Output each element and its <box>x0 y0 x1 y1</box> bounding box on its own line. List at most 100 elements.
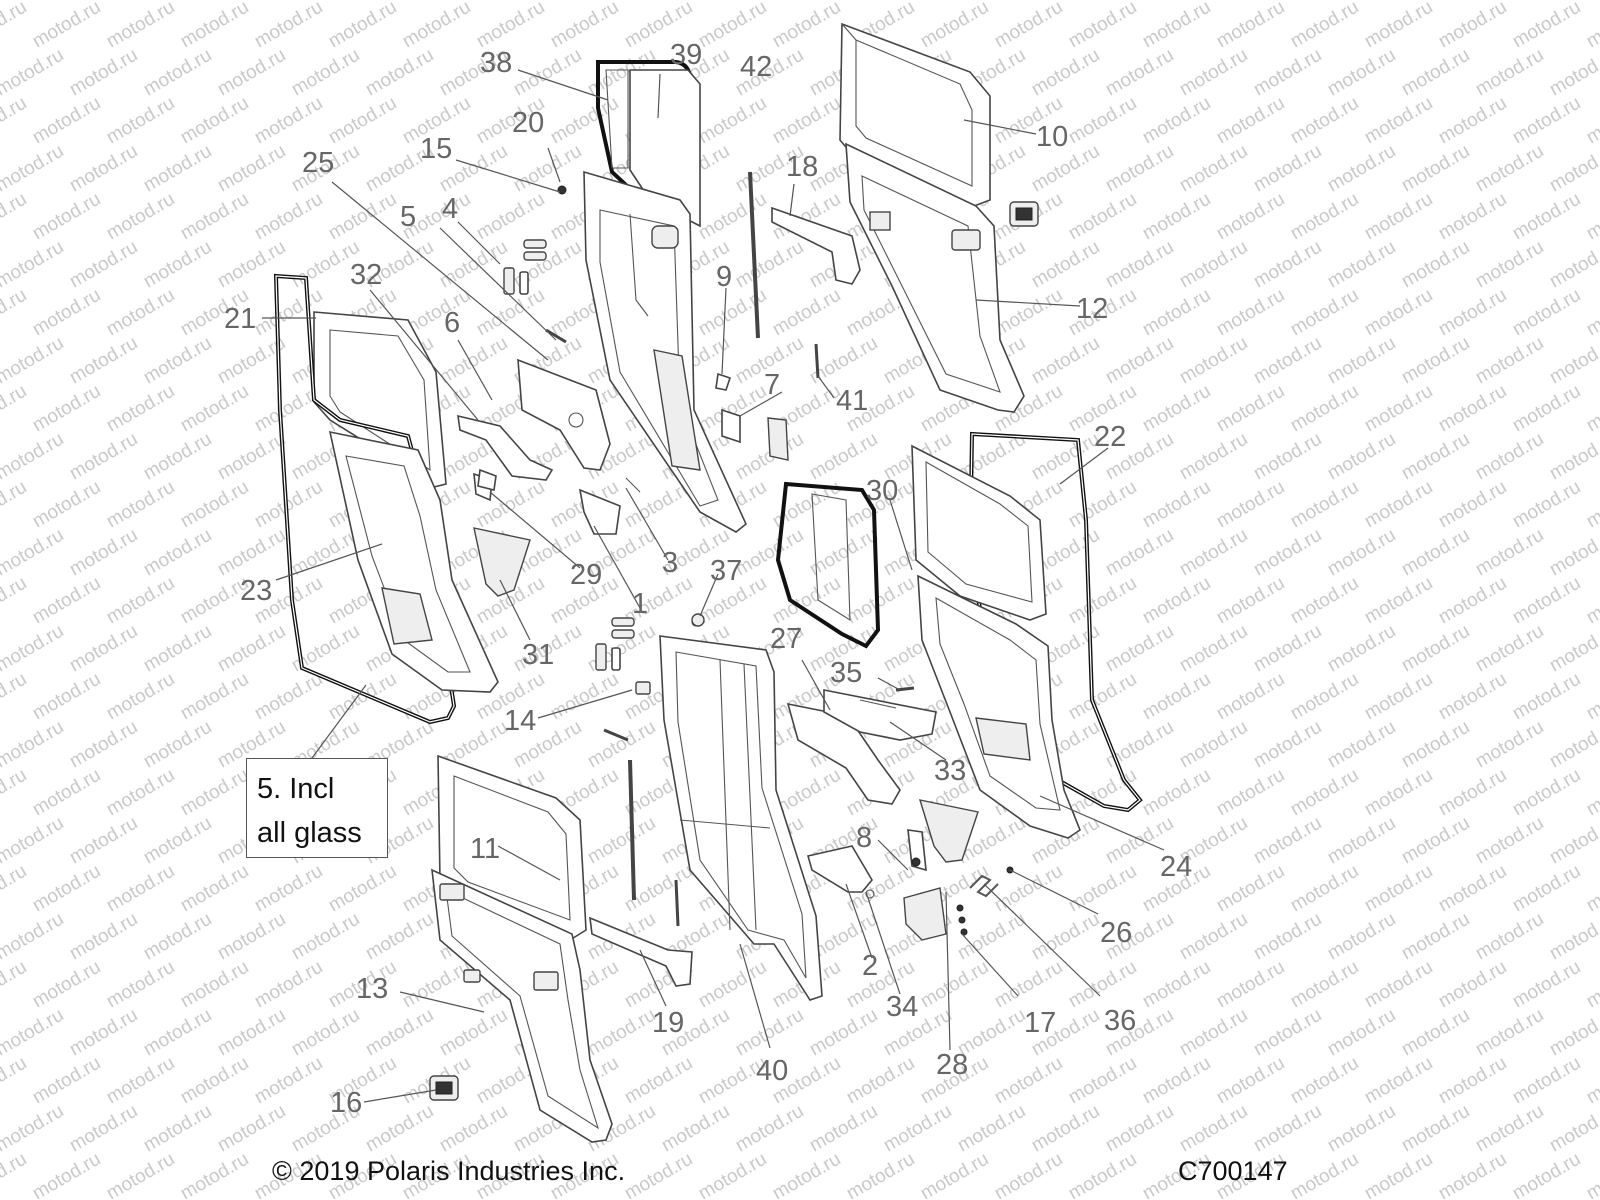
watermark-text: motod.ru <box>29 477 104 533</box>
watermark-text: motod.ru <box>0 861 30 917</box>
watermark-text: motod.ru <box>1546 717 1600 773</box>
watermark-text: motod.ru <box>0 381 30 437</box>
watermark-text: motod.ru <box>29 669 104 725</box>
watermark-text: motod.ru <box>251 1053 326 1109</box>
watermark-text: motod.ru <box>140 909 215 965</box>
watermark-text: motod.ru <box>103 477 178 533</box>
note-box: 5. Incl all glass <box>246 758 388 858</box>
watermark-text: motod.ru <box>1398 237 1473 293</box>
watermark-text: motod.ru <box>140 0 215 4</box>
watermark-text: motod.ru <box>806 0 881 4</box>
part-22-door-frame-right <box>911 444 1047 621</box>
watermark-text: motod.ru <box>1250 717 1325 773</box>
part-16-handle-lower <box>429 1075 459 1101</box>
watermark-text: motod.ru <box>1583 669 1600 725</box>
watermark-text: motod.ru <box>103 573 178 629</box>
watermark-text: motod.ru <box>436 333 511 389</box>
watermark-text: motod.ru <box>917 957 992 1013</box>
watermark-text: motod.ru <box>0 813 67 869</box>
watermark-text: motod.ru <box>140 45 215 101</box>
watermark-text: motod.ru <box>0 429 67 485</box>
watermark-text: motod.ru <box>1583 861 1600 917</box>
watermark-text: motod.ru <box>1361 0 1436 52</box>
watermark-text: motod.ru <box>1361 957 1436 1013</box>
watermark-text: motod.ru <box>29 93 104 149</box>
watermark-text: motod.ru <box>806 1005 881 1061</box>
watermark-text: motod.ru <box>1361 1053 1436 1109</box>
watermark-text: motod.ru <box>177 669 252 725</box>
watermark-text: motod.ru <box>399 957 474 1013</box>
watermark-text: motod.ru <box>1287 669 1362 725</box>
watermark-text: motod.ru <box>1324 717 1399 773</box>
watermark-text: motod.ru <box>1250 621 1325 677</box>
watermark-text: motod.ru <box>1324 525 1399 581</box>
callout-30: 30 <box>866 475 898 507</box>
watermark-text: motod.ru <box>0 1053 30 1109</box>
callout-39: 39 <box>670 39 702 71</box>
watermark-text: motod.ru <box>1176 621 1251 677</box>
watermark-text: motod.ru <box>1546 237 1600 293</box>
copyright-text: © 2019 Polaris Industries Inc. <box>272 1156 626 1186</box>
part-17-screws <box>956 904 968 936</box>
watermark-text: motod.ru <box>140 429 215 485</box>
watermark-text: motod.ru <box>0 765 30 821</box>
watermark-text: motod.ru <box>1324 909 1399 965</box>
watermark-text: motod.ru <box>769 285 844 341</box>
note-line-1: 5. Incl <box>257 773 335 805</box>
watermark-text: motod.ru <box>1472 1005 1547 1061</box>
watermark-text: motod.ru <box>140 1005 215 1061</box>
watermark-text: motod.ru <box>29 189 104 245</box>
part-9-bumper <box>715 372 732 391</box>
watermark-text: motod.ru <box>288 45 363 101</box>
watermark-text: motod.ru <box>1361 765 1436 821</box>
part-1-3-bracket-mid <box>578 477 641 535</box>
watermark-text: motod.ru <box>1546 429 1600 485</box>
watermark-text: motod.ru <box>362 909 437 965</box>
watermark-text: motod.ru <box>1250 141 1325 197</box>
watermark-text: motod.ru <box>29 861 104 917</box>
watermark-text: motod.ru <box>66 1005 141 1061</box>
watermark-text: motod.ru <box>1287 381 1362 437</box>
watermark-text: motod.ru <box>0 477 30 533</box>
watermark-text: motod.ru <box>0 573 30 629</box>
watermark-text: motod.ru <box>954 0 1029 4</box>
callout-11: 11 <box>470 833 500 865</box>
watermark-text: motod.ru <box>510 45 585 101</box>
watermark-text: motod.ru <box>991 0 1066 52</box>
watermark-text: motod.ru <box>1398 45 1473 101</box>
watermark-text: motod.ru <box>0 333 67 389</box>
watermark-text: motod.ru <box>1250 333 1325 389</box>
watermark-text: motod.ru <box>1287 477 1362 533</box>
watermark-text: motod.ru <box>288 0 363 4</box>
watermark-text: motod.ru <box>1065 669 1140 725</box>
watermark-text: motod.ru <box>1102 717 1177 773</box>
watermark-text: motod.ru <box>1250 0 1325 4</box>
watermark-text: motod.ru <box>177 0 252 52</box>
callout-26: 26 <box>1100 917 1132 949</box>
watermark-text: motod.ru <box>954 1101 1029 1157</box>
callout-2: 2 <box>862 950 878 982</box>
watermark-text: motod.ru <box>1435 477 1510 533</box>
watermark-text: motod.ru <box>29 573 104 629</box>
part-41-rod-upper <box>814 343 820 379</box>
watermark-text: motod.ru <box>1435 669 1510 725</box>
watermark-text: motod.ru <box>1472 237 1547 293</box>
watermark-text: motod.ru <box>991 1149 1066 1200</box>
watermark-text: motod.ru <box>695 93 770 149</box>
watermark-text: motod.ru <box>584 1005 659 1061</box>
watermark-text: motod.ru <box>214 1101 289 1157</box>
part-4-5-handles <box>503 239 567 344</box>
watermark-text: motod.ru <box>214 909 289 965</box>
watermark-text: motod.ru <box>1028 45 1103 101</box>
watermark-text: motod.ru <box>214 621 289 677</box>
watermark-text: motod.ru <box>1065 1053 1140 1109</box>
watermark-text: motod.ru <box>1509 957 1584 1013</box>
watermark-text: motod.ru <box>1398 141 1473 197</box>
part-rods-lower <box>603 728 680 927</box>
watermark-text: motod.ru <box>1102 333 1177 389</box>
watermark-text: motod.ru <box>1361 285 1436 341</box>
watermark-text: motod.ru <box>1176 525 1251 581</box>
watermark-text: motod.ru <box>1176 909 1251 965</box>
watermark-text: motod.ru <box>140 141 215 197</box>
callout-16: 16 <box>330 1087 362 1119</box>
